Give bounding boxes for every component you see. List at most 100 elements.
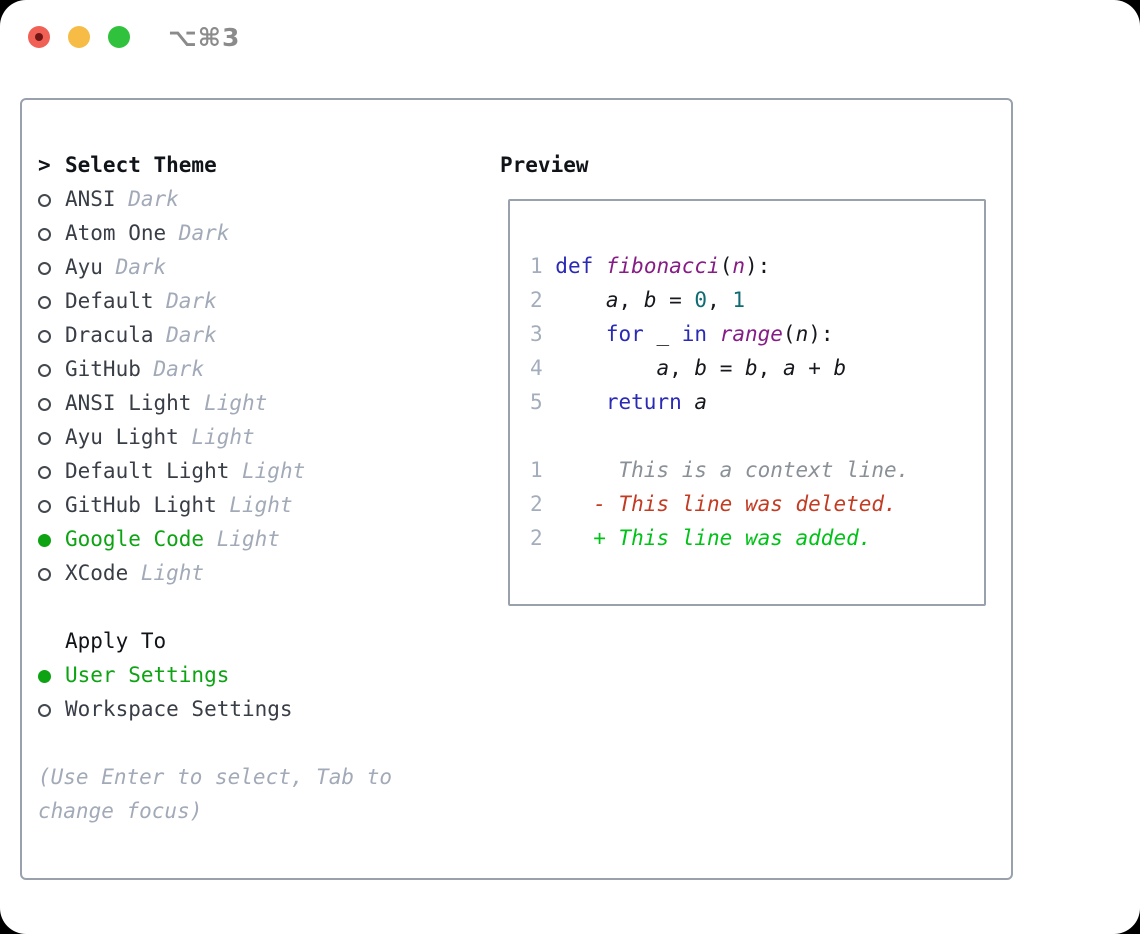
select-theme-header: > Select Theme — [38, 148, 438, 182]
option-label: Default Light — [65, 459, 243, 483]
theme-option-ansi-light[interactable]: ANSI Light Light — [38, 386, 438, 420]
radio-icon — [38, 466, 51, 479]
line-number: 2 — [530, 492, 556, 516]
option-label: Ayu — [65, 255, 116, 279]
radio-slot — [38, 454, 65, 488]
theme-option-xcode[interactable]: XCode Light — [38, 556, 438, 590]
radio-icon — [38, 432, 51, 445]
preview-box: 1 def fibonacci(n): 2 a, b = 0, 1 3 for _ … — [508, 199, 986, 606]
radio-icon — [38, 568, 51, 581]
theme-option-ayu[interactable]: Ayu Dark — [38, 250, 438, 284]
apply-to-header: Apply To — [38, 624, 438, 658]
theme-option-dracula[interactable]: Dracula Dark — [38, 318, 438, 352]
theme-option-default[interactable]: Default Dark — [38, 284, 438, 318]
radio-slot — [38, 216, 65, 250]
option-label: ANSI Light — [65, 391, 205, 415]
select-theme-title: Select Theme — [65, 153, 217, 177]
radio-icon — [38, 364, 51, 377]
diff-line-deleted: 2 - This line was deleted. — [530, 487, 984, 521]
diff-text: - This line was deleted. — [555, 492, 897, 516]
radio-slot — [38, 182, 65, 216]
prompt-caret: > — [38, 153, 51, 177]
window-title: ⌥⌘3 — [168, 23, 241, 52]
theme-option-google-code[interactable]: Google Code Light — [38, 522, 438, 556]
apply-to-label: Apply To — [65, 629, 167, 653]
apply-option-workspace-settings[interactable]: Workspace Settings — [38, 692, 438, 726]
spacer — [38, 590, 438, 624]
option-label: Atom One — [65, 221, 179, 245]
option-variant: Light — [191, 425, 255, 449]
code-line: 5 return a — [530, 390, 708, 414]
option-variant: Light — [216, 527, 280, 551]
option-variant: Dark — [153, 357, 205, 381]
radio-slot — [38, 352, 65, 386]
preview-title: Preview — [500, 153, 589, 177]
option-variant: Light — [242, 459, 306, 483]
option-variant: Dark — [128, 187, 179, 211]
theme-option-atom-one[interactable]: Atom One Dark — [38, 216, 438, 250]
option-label: Default — [65, 289, 167, 313]
option-label: XCode — [65, 561, 141, 585]
diff-text: + This line was added. — [555, 526, 872, 550]
theme-option-github[interactable]: GitHub Dark — [38, 352, 438, 386]
minimize-button[interactable] — [68, 26, 90, 48]
theme-option-default-light[interactable]: Default Light Light — [38, 454, 438, 488]
theme-option-ayu-light[interactable]: Ayu Light Light — [38, 420, 438, 454]
radio-slot — [38, 658, 65, 692]
option-label: GitHub Light — [65, 493, 230, 517]
radio-icon — [38, 228, 51, 241]
radio-slot — [38, 488, 65, 522]
code-line: 4 a, b = b, a + b — [530, 356, 847, 380]
radio-slot — [38, 284, 65, 318]
diff-line-added: 2 + This line was added. — [530, 521, 984, 555]
option-label: User Settings — [65, 663, 230, 687]
close-button[interactable] — [28, 26, 50, 48]
preview-header: Preview — [500, 148, 986, 182]
radio-icon — [38, 704, 51, 717]
zoom-button[interactable] — [108, 26, 130, 48]
line-number: 4 — [530, 356, 556, 380]
radio-icon — [38, 398, 51, 411]
option-label: GitHub — [65, 357, 154, 381]
radio-icon — [38, 194, 51, 207]
line-number: 2 — [530, 288, 556, 312]
preview-column: Preview 1 def fibonacci(n): 2 a, b = 0, 1… — [500, 148, 986, 606]
radio-icon — [38, 262, 51, 275]
option-label: Dracula — [65, 323, 167, 347]
help-text: (Use Enter to select, Tab to change focu… — [38, 765, 393, 823]
radio-icon — [38, 670, 51, 683]
line-number: 2 — [530, 526, 556, 550]
option-label: Google Code — [65, 527, 217, 551]
apply-option-user-settings[interactable]: User Settings — [38, 658, 438, 692]
radio-icon — [38, 500, 51, 513]
radio-slot — [38, 522, 65, 556]
code-line: 3 for _ in range(n): — [530, 322, 834, 346]
radio-slot — [38, 692, 65, 726]
line-number: 1 — [530, 458, 556, 482]
option-label: Ayu Light — [65, 425, 192, 449]
diff-sample: 1 This is a context line.2 - This line w… — [530, 453, 984, 555]
option-variant: Light — [140, 561, 205, 585]
titlebar: ⌥⌘3 — [0, 0, 1140, 72]
code-line: 1 def fibonacci(n): — [530, 254, 771, 278]
theme-option-github-light[interactable]: GitHub Light Light — [38, 488, 438, 522]
radio-icon — [38, 296, 51, 309]
line-number: 5 — [530, 390, 556, 414]
option-variant: Light — [204, 391, 268, 415]
theme-option-ansi[interactable]: ANSI Dark — [38, 182, 438, 216]
radio-slot — [38, 386, 65, 420]
code-sample: 1 def fibonacci(n): 2 a, b = 0, 1 3 for _ … — [530, 249, 984, 419]
option-variant: Dark — [166, 323, 217, 347]
line-number: 3 — [530, 322, 556, 346]
code-line: 2 a, b = 0, 1 — [530, 288, 746, 312]
diff-line-context: 1 This is a context line. — [530, 453, 984, 487]
spacer — [38, 726, 438, 760]
radio-slot — [38, 556, 65, 590]
option-label: Workspace Settings — [65, 697, 293, 721]
spacer — [530, 419, 984, 453]
line-number: 1 — [530, 254, 556, 278]
